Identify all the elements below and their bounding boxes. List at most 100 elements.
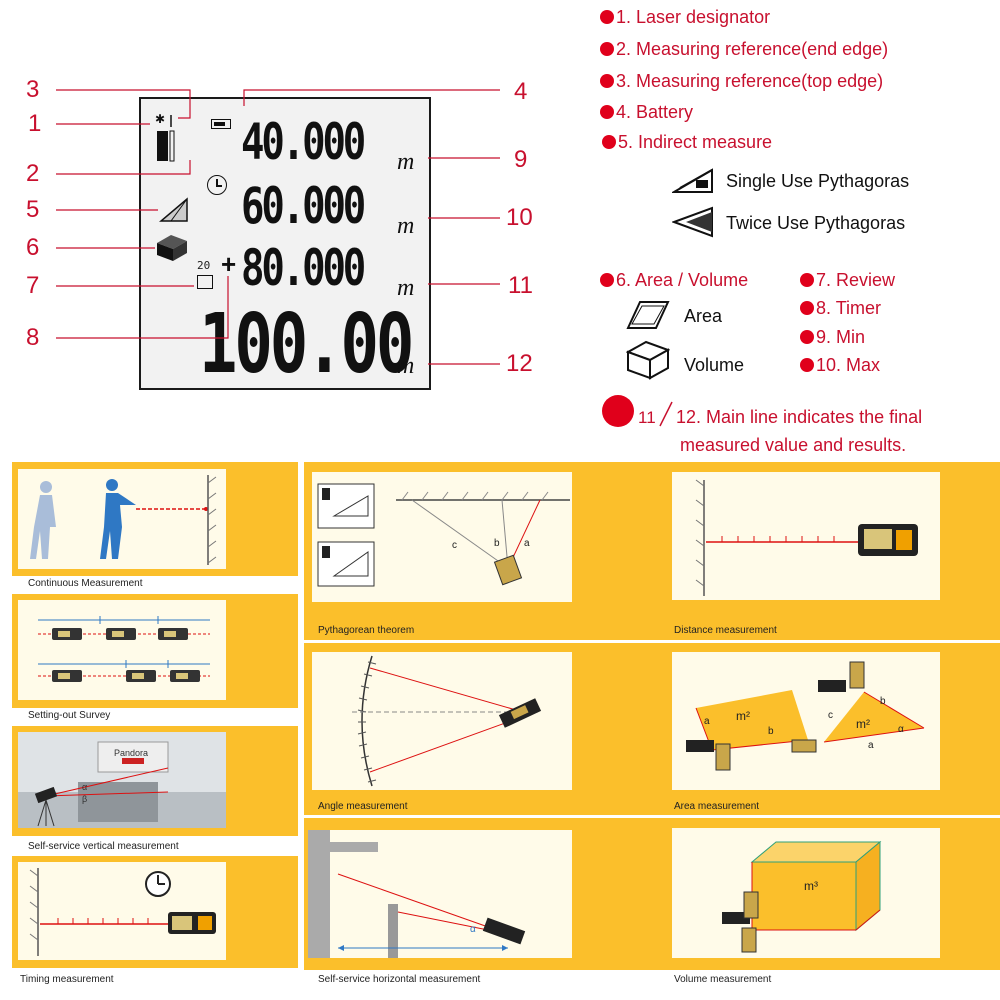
callout-6: 6 <box>26 234 40 261</box>
caption-area: Area measurement <box>674 801 760 812</box>
svg-text:m³: m³ <box>804 879 818 893</box>
svg-text:Pandora: Pandora <box>114 748 148 758</box>
callout-2: 2 <box>26 160 40 187</box>
legend-3: 3. Measuring reference(top edge) <box>600 71 883 92</box>
unit-line-2: m <box>397 213 415 239</box>
timer-icon <box>207 175 227 195</box>
svg-text:α: α <box>82 782 87 792</box>
legend-12-cont: measured value and results. <box>680 435 907 455</box>
callout-12: 12 <box>506 350 533 377</box>
panel-setting-out-image <box>18 600 226 700</box>
lcd-line-3: 80.000 <box>241 239 366 297</box>
bullet-icon <box>800 301 814 315</box>
callout-8: 8 <box>26 324 40 351</box>
panel-continuous-image <box>18 469 226 569</box>
legend-7: 7. Review <box>800 270 895 291</box>
panel-horizontal-image: α <box>308 830 572 958</box>
legend-1: 1. Laser designator <box>600 7 770 28</box>
callout-9: 9 <box>514 146 528 173</box>
callout-lines <box>56 89 500 365</box>
legend-5: 5. Indirect measure <box>602 132 772 153</box>
caption-setting-out: Setting-out Survey <box>28 710 111 721</box>
svg-text:b: b <box>768 726 774 737</box>
bullet-icon <box>600 105 614 119</box>
svg-text:α: α <box>470 924 476 935</box>
legend-11: 11 <box>638 408 656 427</box>
lcd-main-line: 100.00 <box>199 297 414 392</box>
svg-text:α: α <box>898 724 904 735</box>
unit-main: m <box>397 353 415 379</box>
big-red-dot-icon <box>602 395 634 427</box>
legend-10: 10. Max <box>800 355 880 376</box>
lcd-line-2: 60.000 <box>241 177 366 235</box>
unit-line-3: m <box>397 275 415 301</box>
callout-10: 10 <box>506 204 533 231</box>
bullet-icon <box>600 10 614 24</box>
caption-angle: Angle measurement <box>318 801 408 812</box>
review-icon <box>197 275 213 289</box>
callout-3: 3 <box>26 76 40 103</box>
area-icon <box>626 301 670 329</box>
panel-area-image: m² m² a b c b a α <box>672 652 940 790</box>
svg-text:m²: m² <box>736 709 750 723</box>
svg-text:c: c <box>828 710 833 721</box>
legend-12: 12. Main line indicates the final <box>676 407 923 427</box>
caption-horizontal: Self-service horizontal measurement <box>318 974 481 985</box>
bullet-icon <box>800 358 814 372</box>
indirect-measure-icon <box>158 197 189 228</box>
volume-legend-icon <box>626 340 670 380</box>
svg-text:a: a <box>704 716 710 727</box>
caption-vertical: Self-service vertical measurement <box>28 841 179 852</box>
callout-7: 7 <box>26 272 40 299</box>
svg-text:c: c <box>452 540 457 551</box>
legend-9: 9. Min <box>800 327 865 348</box>
panel-angle-image <box>312 652 572 790</box>
battery-icon <box>211 119 231 129</box>
single-pythagoras-label: Single Use Pythagoras <box>726 171 910 191</box>
twice-pythagoras-label: Twice Use Pythagoras <box>726 213 906 233</box>
svg-text:a: a <box>868 740 874 751</box>
bullet-icon <box>800 273 814 287</box>
svg-text:a: a <box>524 538 530 549</box>
legend-6: 6. Area / Volume <box>600 270 748 291</box>
lcd-line-1: 40.000 <box>241 113 366 171</box>
legend-2: 2. Measuring reference(end edge) <box>600 39 888 60</box>
legend-4: 4. Battery <box>600 102 693 123</box>
svg-text:m²: m² <box>856 717 870 731</box>
review-memory-index: 20 <box>197 259 211 272</box>
bullet-icon <box>602 135 616 149</box>
slash-divider <box>659 401 673 427</box>
plus-sign: + <box>221 249 237 279</box>
bullet-icon <box>600 42 614 56</box>
callout-1: 1 <box>28 110 42 137</box>
unit-line-1: m <box>397 149 415 175</box>
svg-text:✱: ✱ <box>155 113 165 126</box>
svg-text:β: β <box>82 794 87 804</box>
caption-distance: Distance measurement <box>674 625 777 636</box>
svg-text:b: b <box>880 696 886 707</box>
bullet-icon <box>600 273 614 287</box>
bullet-icon <box>800 330 814 344</box>
caption-pythagorean: Pythagorean theorem <box>318 625 415 636</box>
volume-icon <box>155 233 189 268</box>
caption-timing: Timing measurement <box>20 974 114 985</box>
panel-timing-image <box>18 862 226 960</box>
callout-4: 4 <box>514 78 528 105</box>
callout-11: 11 <box>508 272 533 299</box>
caption-continuous: Continuous Measurement <box>28 578 143 589</box>
lcd-screen: ✱ 20 40.000 60.000 + 80.000 100.00 m m m… <box>139 97 431 392</box>
panel-distance-image <box>672 472 940 600</box>
panel-vertical-image: Pandora α β <box>18 732 226 828</box>
panel-pythagorean-image: c b a <box>312 472 572 602</box>
laser-designator-icon: ✱ <box>155 112 177 163</box>
svg-text:b: b <box>494 538 500 549</box>
legend-8: 8. Timer <box>800 298 881 319</box>
caption-volume: Volume measurement <box>674 974 772 985</box>
callout-5: 5 <box>26 196 40 223</box>
volume-label: Volume <box>684 355 745 375</box>
area-label: Area <box>684 306 723 326</box>
panel-volume-image: m³ <box>672 828 940 958</box>
single-pythagoras-icon <box>672 168 713 193</box>
twice-pythagoras-icon <box>672 206 713 238</box>
bullet-icon <box>600 74 614 88</box>
